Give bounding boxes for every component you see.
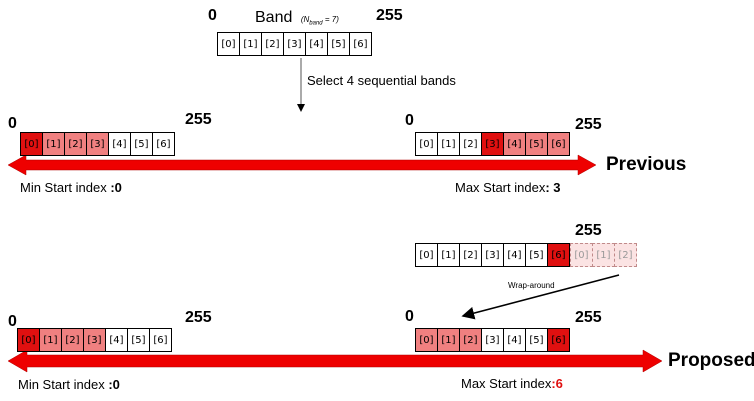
band-cell: [6] xyxy=(149,328,172,352)
prev-min-start-text: Min Start index xyxy=(20,180,111,195)
band-cell: [5] xyxy=(525,243,548,267)
wrap-strip: [0][1][2][3][4][5][6][0][1][2] xyxy=(415,243,637,267)
band-count-prefix: (N xyxy=(300,15,310,24)
band-cell: [5] xyxy=(127,328,150,352)
prop-left-strip: [0][1][2][3][4][5][6] xyxy=(17,328,172,352)
band-cell: [6] xyxy=(547,328,570,352)
wrapped-band-cell: [1] xyxy=(592,243,615,267)
band-cell: [0] xyxy=(17,328,40,352)
wrap-around-text: Wrap-around xyxy=(508,281,555,290)
band-cell: [3] xyxy=(481,132,504,156)
band-cell: [1] xyxy=(42,132,65,156)
wrap-around-arrow xyxy=(461,274,620,320)
band-cell: [2] xyxy=(459,132,482,156)
band-cell: [6] xyxy=(547,243,570,267)
band-cell: [5] xyxy=(130,132,153,156)
prop-left-max-label: 255 xyxy=(185,309,212,326)
band-cell: [5] xyxy=(525,328,548,352)
proposed-range-arrow xyxy=(7,349,663,373)
top-max-label: 255 xyxy=(376,7,403,24)
band-cell: [6] xyxy=(349,32,372,56)
prop-min-start-text: Min Start index xyxy=(18,377,109,392)
prev-left-max-label: 255 xyxy=(185,111,212,128)
prop-max-start-text: Max Start index xyxy=(461,376,552,391)
previous-range-arrow xyxy=(7,154,597,176)
band-cell: [0] xyxy=(217,32,240,56)
band-cell: [2] xyxy=(261,32,284,56)
band-cell: [2] xyxy=(61,328,84,352)
prev-left-min-label: 0 xyxy=(8,115,17,132)
band-cell: [3] xyxy=(481,328,504,352)
band-cell: [2] xyxy=(64,132,87,156)
band-cell: [4] xyxy=(503,328,526,352)
prev-max-start: Max Start index: 3 xyxy=(455,180,561,195)
wrapped-band-cell: [0] xyxy=(570,243,593,267)
band-cell: [3] xyxy=(86,132,109,156)
band-cell: [6] xyxy=(152,132,175,156)
band-cell: [1] xyxy=(437,328,460,352)
band-count-index: band xyxy=(309,20,323,27)
prev-max-start-text: Max Start index xyxy=(455,180,546,195)
band-cell: [0] xyxy=(415,328,438,352)
band-cell: [4] xyxy=(503,243,526,267)
prop-max-start: Max Start index:6 xyxy=(461,376,563,391)
previous-label: Previous xyxy=(606,154,687,175)
band-cell: [3] xyxy=(83,328,106,352)
proposed-label: Proposed xyxy=(668,350,754,371)
band-cell: [4] xyxy=(108,132,131,156)
band-cell: [0] xyxy=(415,243,438,267)
select-text: Select 4 sequential bands xyxy=(307,73,456,88)
prop-max-start-value: :6 xyxy=(551,376,563,391)
band-cell: [6] xyxy=(547,132,570,156)
band-count-note: (Nband = 7) xyxy=(300,15,339,27)
band-cell: [4] xyxy=(105,328,128,352)
wrap-max-label: 255 xyxy=(575,222,602,239)
top-band-strip: [0][1][2][3][4][5][6] xyxy=(217,32,372,56)
prop-left-min-label: 0 xyxy=(8,313,17,330)
band-cell: [1] xyxy=(437,243,460,267)
prop-min-start: Min Start index :0 xyxy=(18,377,120,392)
band-count-value: = 7) xyxy=(322,15,339,24)
prev-left-strip: [0][1][2][3][4][5][6] xyxy=(20,132,175,156)
band-cell: [0] xyxy=(415,132,438,156)
prop-right-strip: [0][1][2][3][4][5][6] xyxy=(415,328,570,352)
band-cell: [4] xyxy=(305,32,328,56)
band-cell: [1] xyxy=(239,32,262,56)
band-cell: [1] xyxy=(437,132,460,156)
prev-min-start: Min Start index :0 xyxy=(20,180,122,195)
prev-min-start-value: :0 xyxy=(110,180,122,195)
prev-right-strip: [0][1][2][3][4][5][6] xyxy=(415,132,570,156)
band-cell: [5] xyxy=(525,132,548,156)
band-cell: [4] xyxy=(503,132,526,156)
band-cell: [1] xyxy=(39,328,62,352)
band-cell: [5] xyxy=(327,32,350,56)
prev-right-min-label: 0 xyxy=(405,112,414,129)
prop-min-start-value: :0 xyxy=(108,377,120,392)
wrapped-band-cell: [2] xyxy=(614,243,637,267)
prev-right-max-label: 255 xyxy=(575,116,602,133)
band-title-text: Band xyxy=(255,9,293,26)
band-cell: [2] xyxy=(459,328,482,352)
prop-right-max-label: 255 xyxy=(575,309,602,326)
top-min-label: 0 xyxy=(208,7,217,24)
prop-right-min-label: 0 xyxy=(405,308,414,325)
prev-max-start-value: : 3 xyxy=(545,180,561,195)
band-title: Band (Nband = 7) xyxy=(255,9,339,27)
band-cell: [0] xyxy=(20,132,43,156)
band-cell: [3] xyxy=(283,32,306,56)
band-cell: [3] xyxy=(481,243,504,267)
band-cell: [2] xyxy=(459,243,482,267)
